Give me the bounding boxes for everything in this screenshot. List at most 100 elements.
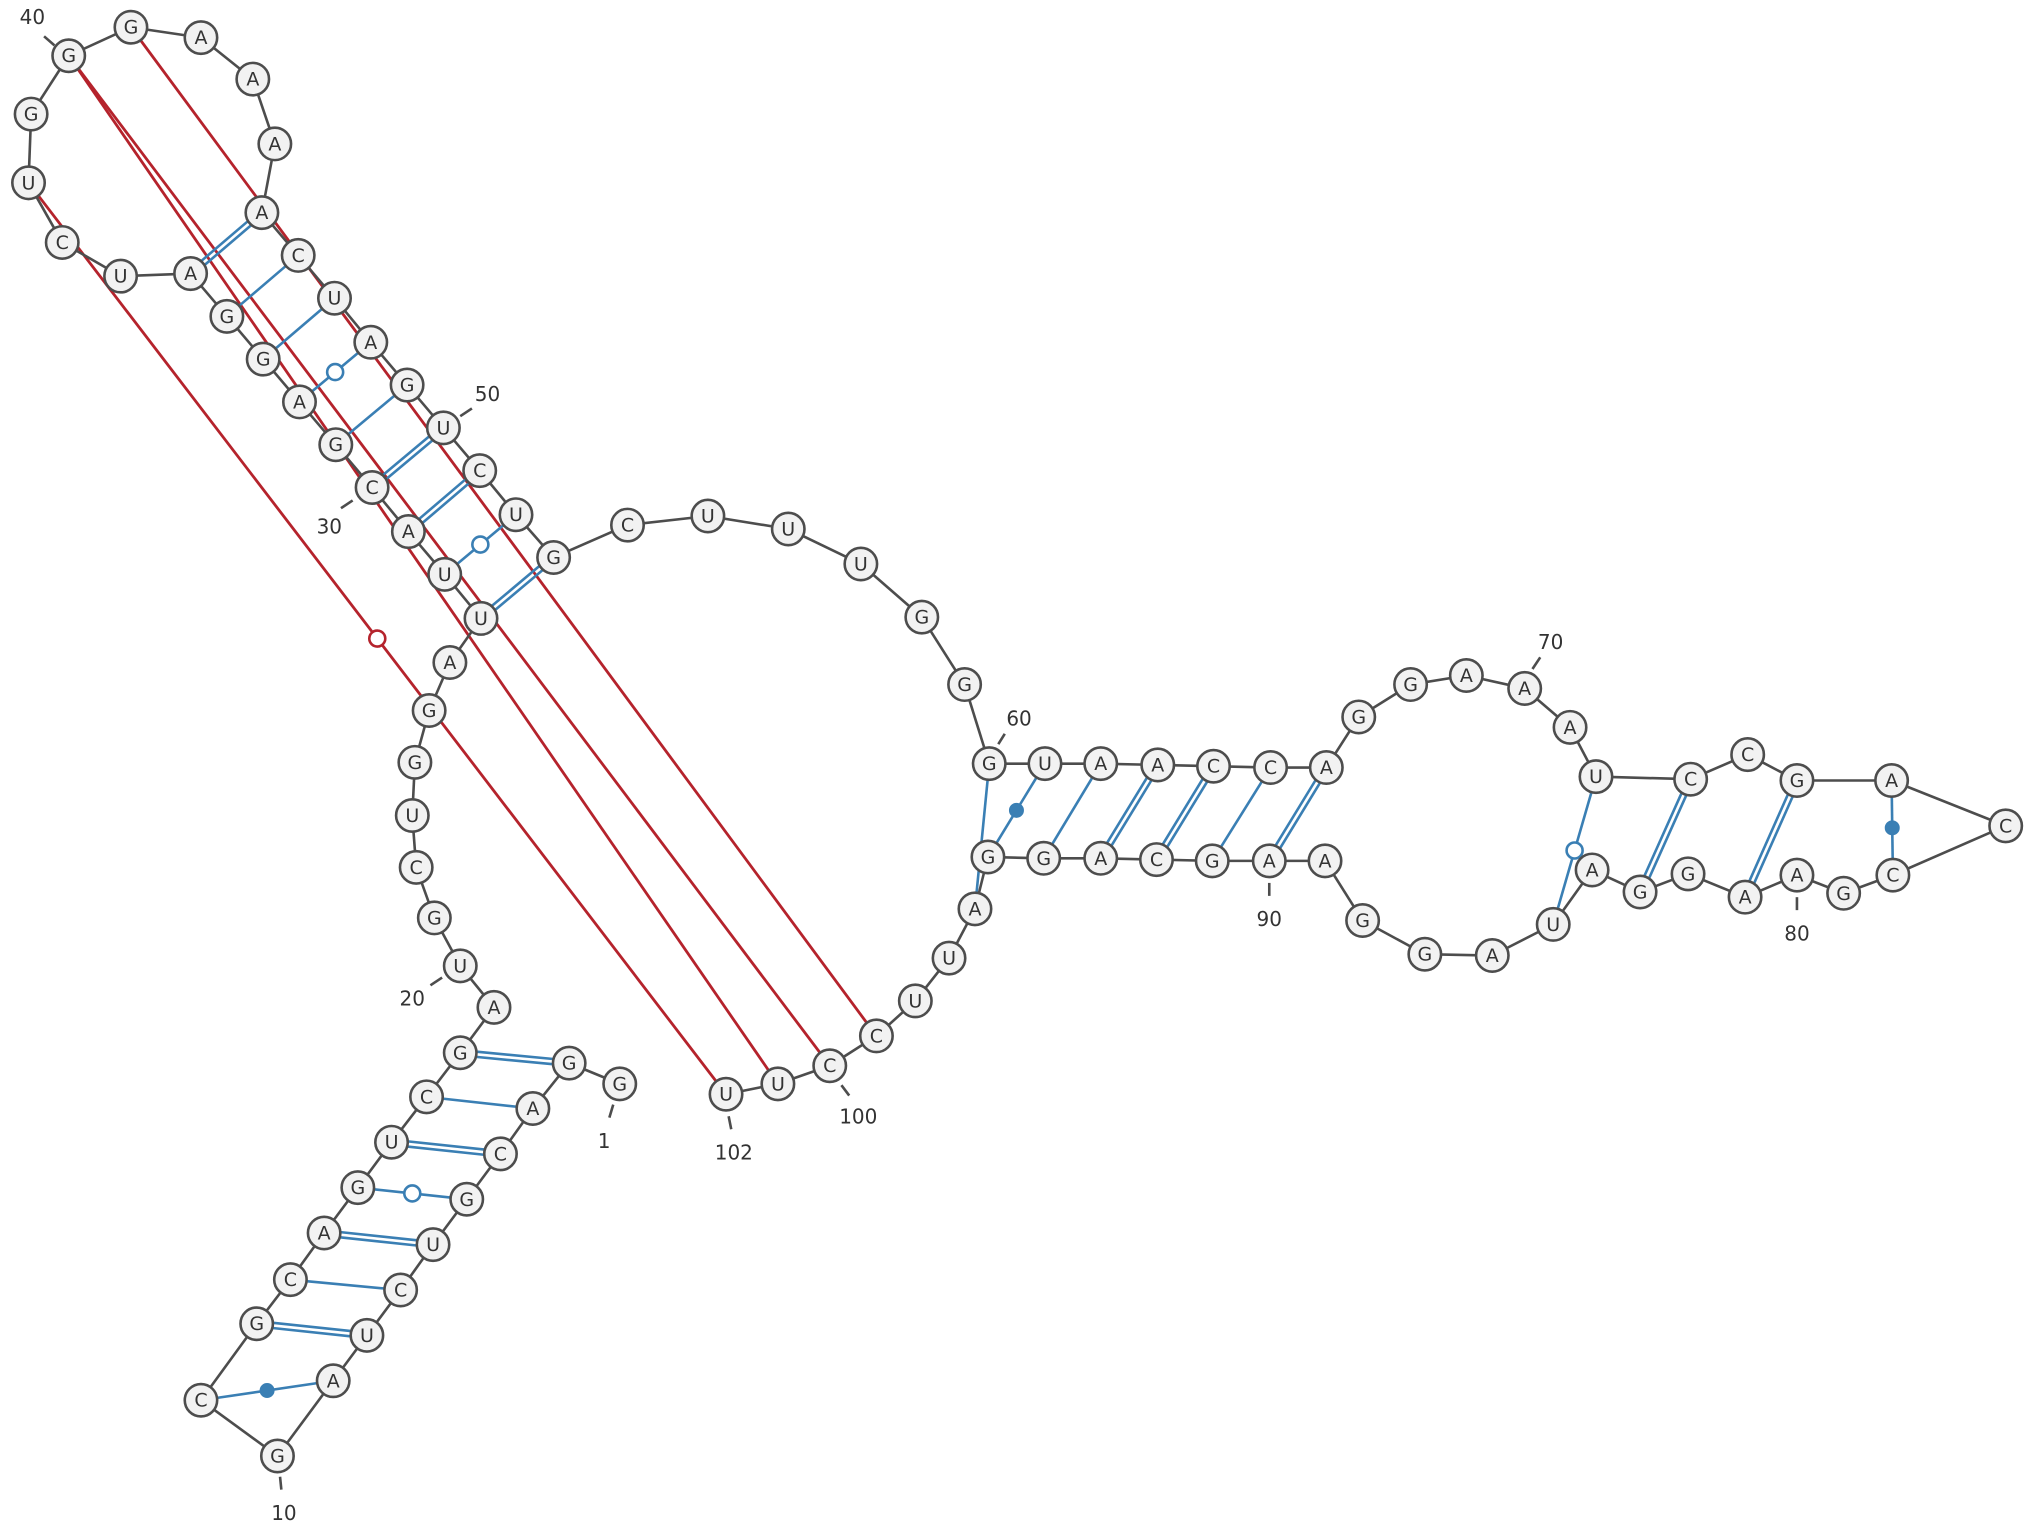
nucleotide-letter: A bbox=[1486, 945, 1499, 967]
nucleotide-56: U bbox=[770, 511, 806, 547]
nucleotide-73: C bbox=[1673, 761, 1709, 797]
nucleotide-99: C bbox=[858, 1018, 894, 1054]
nucleotide-16: U bbox=[374, 1124, 410, 1160]
position-number: 100 bbox=[839, 1104, 877, 1128]
position-tick bbox=[997, 733, 1006, 745]
nucleotide-letter: U bbox=[453, 955, 467, 977]
nucleotide-letter: A bbox=[1518, 678, 1531, 700]
nucleotide-letter: A bbox=[184, 263, 197, 285]
nucleotide-93: A bbox=[1083, 840, 1119, 876]
base-pair bbox=[216, 1381, 318, 1400]
nucleotide-letter: U bbox=[781, 518, 795, 540]
position-label-1: 1 bbox=[598, 1104, 615, 1153]
nucleotide-letter: G bbox=[914, 607, 929, 629]
nucleotide-letter: C bbox=[1999, 815, 2012, 837]
nucleotide-45: A bbox=[244, 195, 280, 231]
nucleotide-30: C bbox=[354, 469, 390, 505]
nucleotides: GGACGUCUAGCGCAGUCGAUGCUGGAUUACGAGGAUCUGG… bbox=[11, 9, 2024, 1474]
nucleotide-84: A bbox=[1574, 852, 1610, 888]
nucleotide-letter: G bbox=[427, 907, 442, 929]
base-pair bbox=[476, 1050, 554, 1066]
nucleotide-3: A bbox=[515, 1091, 551, 1127]
base-pair bbox=[238, 264, 287, 307]
nucleotide-letter: C bbox=[473, 460, 486, 482]
nucleotide-95: G bbox=[970, 839, 1006, 875]
position-label-60: 60 bbox=[997, 706, 1032, 745]
nucleotide-23: U bbox=[394, 797, 430, 834]
nucleotide-letter: U bbox=[405, 805, 419, 827]
nucleotide-51: C bbox=[462, 453, 498, 489]
position-tick bbox=[429, 976, 443, 987]
nucleotide-29: A bbox=[390, 514, 426, 550]
nucleotide-65: C bbox=[1253, 750, 1289, 786]
nucleotide-letter: A bbox=[526, 1098, 539, 1120]
position-label-80: 80 bbox=[1784, 897, 1810, 945]
nucleotide-34: G bbox=[209, 298, 245, 334]
position-number: 10 bbox=[271, 1501, 296, 1525]
nucleotide-67: G bbox=[1341, 699, 1377, 735]
base-pair bbox=[1884, 796, 1900, 859]
base-pair bbox=[1219, 780, 1264, 848]
nucleotide-letter: G bbox=[328, 434, 343, 456]
nucleotide-letter: A bbox=[1094, 753, 1107, 775]
nucleotide-12: G bbox=[239, 1306, 275, 1342]
position-number: 1 bbox=[598, 1129, 611, 1153]
nucleotide-82: G bbox=[1670, 856, 1706, 892]
nucleotide-8: U bbox=[349, 1317, 385, 1353]
nucleotide-91: G bbox=[1194, 843, 1230, 879]
nucleotide-letter: A bbox=[1790, 865, 1803, 887]
nucleotide-46: C bbox=[280, 237, 316, 273]
position-label-70: 70 bbox=[1531, 630, 1563, 670]
nucleotide-70: A bbox=[1507, 670, 1543, 706]
nucleotide-letter: G bbox=[1205, 850, 1220, 872]
nucleotide-47: U bbox=[316, 280, 353, 316]
nucleotide-90: A bbox=[1251, 843, 1287, 879]
position-number: 102 bbox=[715, 1141, 753, 1165]
base-pair bbox=[1556, 791, 1593, 910]
base-pair bbox=[1748, 793, 1794, 884]
nucleotide-53: G bbox=[536, 539, 572, 576]
position-tick bbox=[1531, 656, 1542, 670]
nucleotide-letter: A bbox=[1586, 859, 1599, 881]
nucleotide-letter: U bbox=[854, 553, 868, 575]
nucleotide-letter: C bbox=[410, 857, 423, 879]
position-tick bbox=[840, 1084, 851, 1097]
nucleotide-31: G bbox=[318, 427, 354, 463]
nucleotide-letter: U bbox=[1546, 914, 1560, 936]
nucleotide-letter: A bbox=[1094, 848, 1107, 870]
position-number: 40 bbox=[20, 5, 45, 29]
position-tick bbox=[608, 1104, 615, 1118]
tertiary-interaction bbox=[76, 68, 770, 1072]
position-number: 80 bbox=[1784, 921, 1809, 945]
nucleotide-5: G bbox=[449, 1181, 485, 1217]
nucleotide-40: G bbox=[51, 38, 87, 74]
nucleotide-letter: A bbox=[364, 332, 377, 354]
nucleotide-letter: G bbox=[1403, 674, 1418, 696]
nucleotide-33: G bbox=[245, 341, 281, 377]
nucleotide-letter: U bbox=[719, 1084, 733, 1106]
nucleotide-15: G bbox=[340, 1170, 376, 1206]
nucleotide-85: U bbox=[1535, 906, 1571, 942]
nucleotide-86: A bbox=[1474, 938, 1510, 974]
nucleotide-letter: A bbox=[1739, 887, 1752, 909]
nucleotide-letter: U bbox=[438, 564, 452, 586]
base-pair bbox=[274, 307, 324, 350]
base-pair bbox=[1050, 776, 1094, 846]
nucleotide-letter: G bbox=[982, 753, 997, 775]
nucleotide-letter: A bbox=[293, 391, 306, 413]
nucleotide-24: G bbox=[397, 744, 433, 780]
nucleotide-letter: G bbox=[459, 1189, 474, 1211]
nucleotide-69: A bbox=[1448, 657, 1484, 693]
nucleotide-101: U bbox=[760, 1066, 796, 1102]
nucleotide-letter: G bbox=[546, 547, 561, 569]
base-pair bbox=[407, 1140, 485, 1157]
nucleotide-52: U bbox=[498, 497, 534, 533]
nucleotide-letter: A bbox=[402, 521, 415, 543]
nucleotide-letter: G bbox=[400, 375, 415, 397]
position-label-40: 40 bbox=[20, 5, 56, 47]
nucleotide-letter: A bbox=[194, 27, 207, 49]
base-pair bbox=[272, 1321, 352, 1338]
nucleotide-letter: G bbox=[350, 1177, 365, 1199]
nucleotide-62: A bbox=[1083, 746, 1119, 782]
